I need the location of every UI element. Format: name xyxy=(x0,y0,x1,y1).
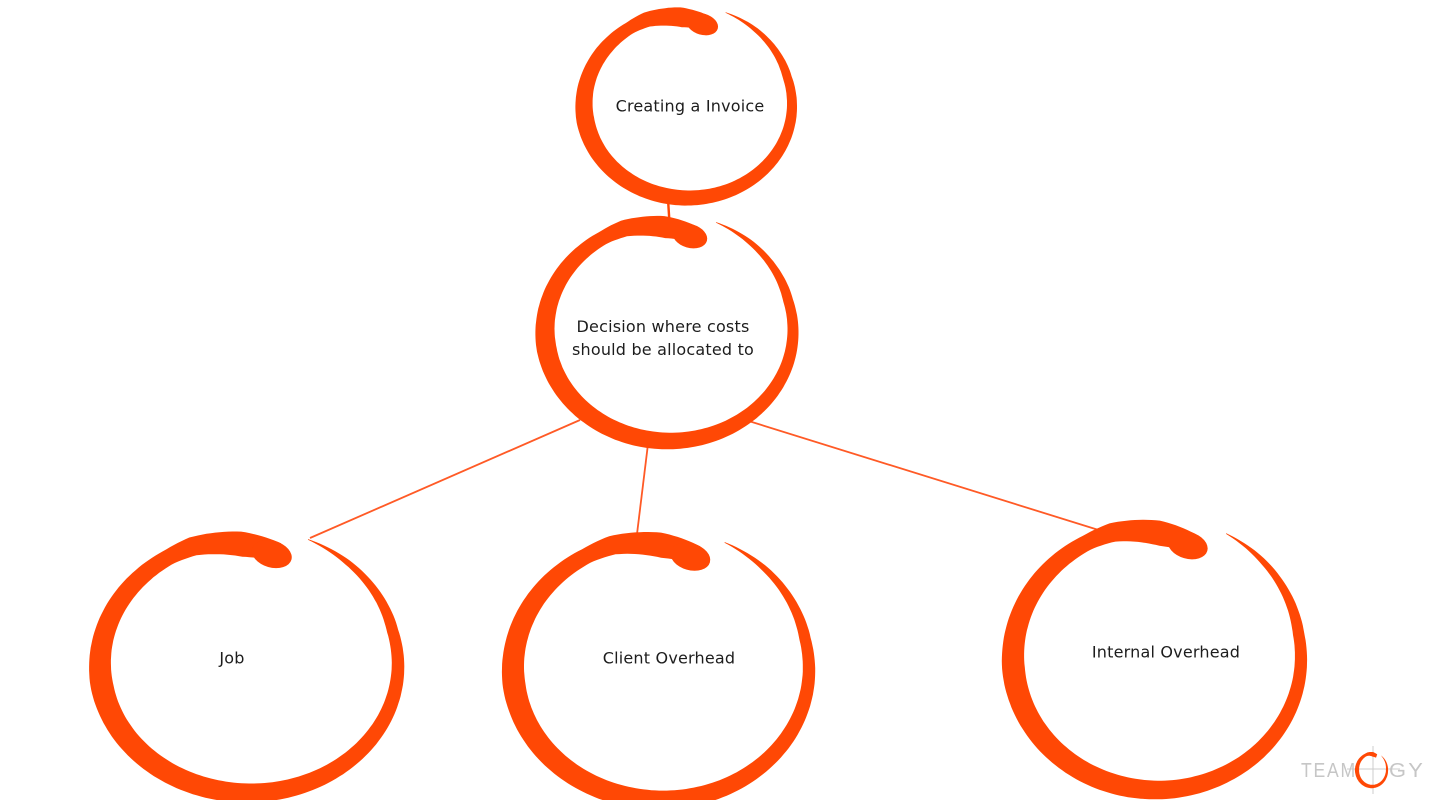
node-circle-blob xyxy=(672,223,708,249)
watermark-text-gy: GY xyxy=(1389,760,1425,782)
node-circle-creating-invoice xyxy=(575,7,797,206)
node-circle-blob xyxy=(670,542,711,571)
watermark-o-sketch-circle-icon xyxy=(1354,752,1389,789)
node-circle-job xyxy=(89,531,405,800)
edge-decision-allocation-to-client-overhead xyxy=(636,443,649,535)
node-circle-blob xyxy=(251,540,292,569)
edge-decision-allocation-to-job xyxy=(309,419,581,539)
node-circle-client-overhead xyxy=(501,532,816,800)
watermark-text-team: TEAM xyxy=(1301,760,1357,782)
node-circle-blob xyxy=(686,13,719,36)
teamogy-watermark: TEAM GY xyxy=(1301,746,1425,794)
node-circle-internal-overhead xyxy=(1001,519,1308,800)
node-circle-decision-allocation xyxy=(535,215,799,450)
edge-decision-allocation-to-internal-overhead xyxy=(738,417,1106,533)
node-circle-blob xyxy=(1167,531,1208,560)
